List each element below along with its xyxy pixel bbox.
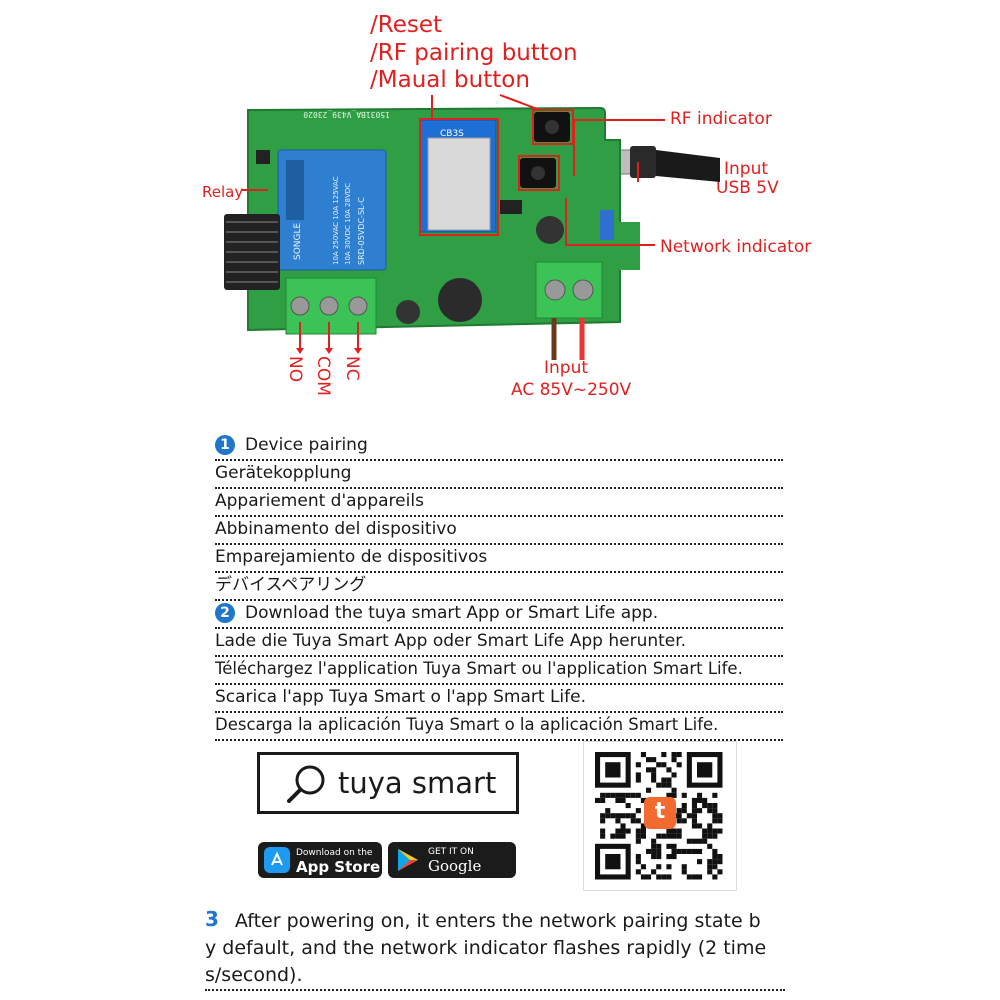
tuya-search-box: tuya smart [257,752,519,814]
step-3-text-1: After powering on, it enters the network… [234,910,761,932]
step-2-line-fr: Téléchargez l'application Tuya Smart ou … [215,657,783,685]
step-1-line-en: Device pairing [245,435,368,455]
input-usb-label: Input [724,159,769,179]
step-number-badge: 2 [215,603,235,623]
relay-label: Relay [202,183,244,201]
step-2-line-de: Lade die Tuya Smart App oder Smart Life … [215,629,783,657]
relay-model-text: SRD-05VDC-SL-C [357,197,366,265]
reset-label: /Reset [370,12,442,38]
step-1-line-fr: Appariement d'appareils [215,489,783,517]
qr-code-frame: t [583,741,737,891]
app-store-small-text: Download on the [296,848,373,858]
search-text: tuya smart [338,766,497,800]
tuya-logo-letter: t [654,799,666,824]
network-indicator-label: Network indicator [660,237,812,257]
step-1-line-es: Emparejamiento de dispositivos [215,545,783,573]
step-number-badge: 1 [215,435,235,455]
step-2-line-it: Scarica l'app Tuya Smart o l'app Smart L… [215,685,783,713]
app-store-badge[interactable]: Download on the App Store [258,842,382,878]
usb-5v-label: USB 5V [716,178,779,198]
google-play-badge[interactable]: GET IT ON Google play [388,842,516,893]
apple-icon [264,847,290,873]
step-3-line-2: y default, and the network indicator fla… [205,937,767,959]
google-play-small-text: GET IT ON [428,847,474,857]
relay-rating-2: 10A 30VDC 10A 28VDC [344,183,352,265]
qr-code[interactable] [595,752,725,880]
step-1-line-de: Gerätekopplung [215,461,783,489]
search-icon [287,765,325,803]
relay-rating-1: 10A 250VAC 10A 125VAC [332,176,340,265]
step-3-line-3: s/second). [205,962,785,991]
step-1-line-it: Abbinamento del dispositivo [215,517,783,545]
manual-button-label: /Maual button [370,67,530,93]
app-store-text: App Store [296,858,381,876]
step-2-line-en: Download the tuya smart App or Smart Lif… [245,603,659,623]
step-2-heading: 2 Download the tuya smart App or Smart Li… [215,601,783,629]
tuya-logo-icon: t [644,797,676,829]
relay-board-illustration: 15031BA_V439_23020 CB3S SONGLE 10A 250VA… [224,94,720,360]
relay-block [277,149,387,271]
step-3-paragraph: 3 After powering on, it enters the networ… [205,908,795,991]
step-1-line-ja: デバイスペアリング [215,573,783,601]
step-number-badge: 3 [205,907,219,931]
input-ac-label: Input [544,358,589,378]
step-3-text-3: s/second). [205,964,303,986]
google-play-text: Google play [428,857,482,893]
step-3-line-1: 3 After powering on, it enters the networ… [205,908,795,935]
module-name-text: CB3S [440,129,464,139]
ac-range-label: AC 85V~250V [511,380,632,400]
play-icon [398,849,418,871]
board-serial-text: 15031BA_V439_23020 [303,110,390,119]
rf-indicator-label: RF indicator [670,109,772,129]
relay-brand-text: SONGLE [293,222,303,260]
step-2-line-es: Descarga la aplicación Tuya Smart o la a… [215,713,783,741]
step-1-heading: 1 Device pairing [215,433,783,461]
rf-pairing-button-label: /RF pairing button [370,40,578,66]
